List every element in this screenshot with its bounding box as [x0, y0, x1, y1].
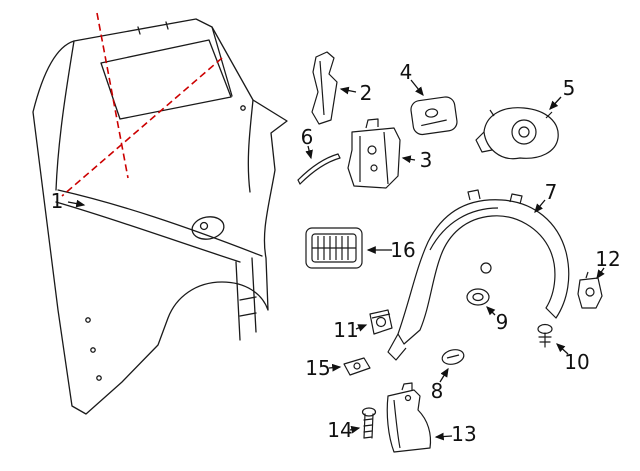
arrow-3: [401, 155, 415, 164]
fuel-filler-door-art: [410, 96, 458, 136]
fuel-filler-pocket-art: [476, 108, 558, 159]
arrow-4: [411, 80, 424, 97]
arrow-9: [486, 306, 495, 315]
callout-arrows: [68, 80, 605, 441]
arrow-15: [329, 363, 342, 372]
oval-fastener-art: [441, 348, 466, 367]
callout-label-6[interactable]: 6: [300, 125, 314, 149]
arrow-12: [596, 268, 605, 280]
bolt-art: [363, 408, 376, 438]
callout-label-13[interactable]: 13: [451, 422, 477, 446]
callout-label-2[interactable]: 2: [359, 81, 373, 105]
arrow-13: [434, 432, 452, 441]
callout-label-15[interactable]: 15: [305, 356, 331, 380]
wheelhouse-liner-art: [388, 190, 569, 360]
vent-grille-art: [306, 228, 362, 268]
arrow-14: [350, 425, 361, 434]
arrow-11: [356, 324, 368, 332]
arrow-10: [556, 343, 568, 354]
callout-label-3[interactable]: 3: [419, 148, 433, 172]
grommet-art: [467, 289, 489, 305]
callout-label-9[interactable]: 9: [495, 310, 509, 334]
arrow-2: [339, 86, 356, 95]
arrow-5: [549, 97, 561, 110]
side-bracket-art: [578, 272, 602, 308]
upper-bracket-art: [312, 52, 337, 124]
quarter-panel-art: [33, 19, 287, 414]
callout-label-7[interactable]: 7: [544, 180, 558, 204]
small-plate-art: [344, 358, 370, 375]
arrow-6: [305, 146, 313, 160]
lock-bracket-art: [348, 119, 400, 188]
callout-label-14[interactable]: 14: [327, 418, 353, 442]
callout-label-8[interactable]: 8: [430, 379, 444, 403]
arrow-7: [534, 200, 545, 213]
callout-label-10[interactable]: 10: [564, 350, 590, 374]
arrow-1: [68, 199, 86, 208]
callout-label-11[interactable]: 11: [333, 318, 359, 342]
highlight-dashed-lines: [62, 13, 222, 196]
callout-label-4[interactable]: 4: [399, 60, 413, 84]
callout-label-12[interactable]: 12: [595, 247, 621, 271]
callout-label-1[interactable]: 1: [50, 189, 64, 213]
rod-strip-art: [298, 154, 340, 184]
mud-guard-art: [387, 383, 430, 452]
square-clip-art: [370, 310, 392, 334]
retainer-clip-art: [538, 325, 552, 348]
arrow-8: [440, 367, 449, 382]
callout-label-5[interactable]: 5: [562, 76, 576, 100]
callout-label-16[interactable]: 16: [390, 238, 416, 262]
